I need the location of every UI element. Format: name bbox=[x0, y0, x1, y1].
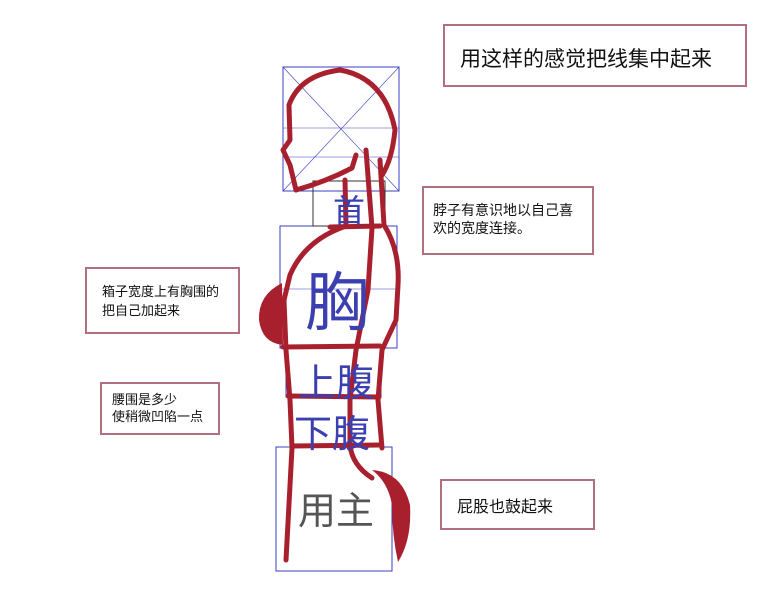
neck-label: 首 bbox=[333, 192, 366, 230]
lower-abdomen-label: 下腹 bbox=[294, 412, 371, 456]
jaw-line bbox=[293, 152, 359, 193]
neck-front-line bbox=[342, 177, 349, 228]
hip-note: 屁股也鼓起来 bbox=[440, 479, 595, 530]
buttock-shape bbox=[372, 470, 411, 562]
head-outline bbox=[280, 67, 398, 193]
back-line bbox=[375, 157, 401, 451]
neck-note: 脖子有意识地以自己喜 欢的宽度连接。 bbox=[422, 186, 594, 255]
upper-abdomen-label: 上腹 bbox=[298, 361, 375, 405]
breast-shape bbox=[258, 283, 283, 345]
chest-note: 箱子宽度上有胸围的 把自己加起来 bbox=[85, 267, 240, 334]
waist-note: 腰围是多少 使稍微凹陷一点 bbox=[100, 382, 220, 435]
chest-bottom-line bbox=[280, 343, 383, 350]
hip-note-text: 屁股也鼓起来 bbox=[457, 497, 554, 516]
chest-note-text: 箱子宽度上有胸围的 把自己加起来 bbox=[102, 285, 220, 319]
neck-base-line bbox=[327, 223, 383, 230]
head-box bbox=[282, 66, 400, 192]
front-line bbox=[281, 223, 349, 563]
chest-label: 胸 bbox=[305, 267, 369, 341]
hip-label: 用主 bbox=[298, 489, 375, 533]
waist-note-text: 腰围是多少 使稍微凹陷一点 bbox=[112, 393, 204, 425]
hip-top-line bbox=[289, 442, 383, 449]
neck-note-text: 脖子有意识地以自己喜 欢的宽度连接。 bbox=[433, 203, 573, 237]
waist-line bbox=[285, 393, 382, 400]
title-note: 用这样的感觉把线集中起来 bbox=[443, 24, 747, 87]
center-line bbox=[347, 147, 375, 481]
title-note-text: 用这样的感觉把线集中起来 bbox=[460, 47, 712, 71]
